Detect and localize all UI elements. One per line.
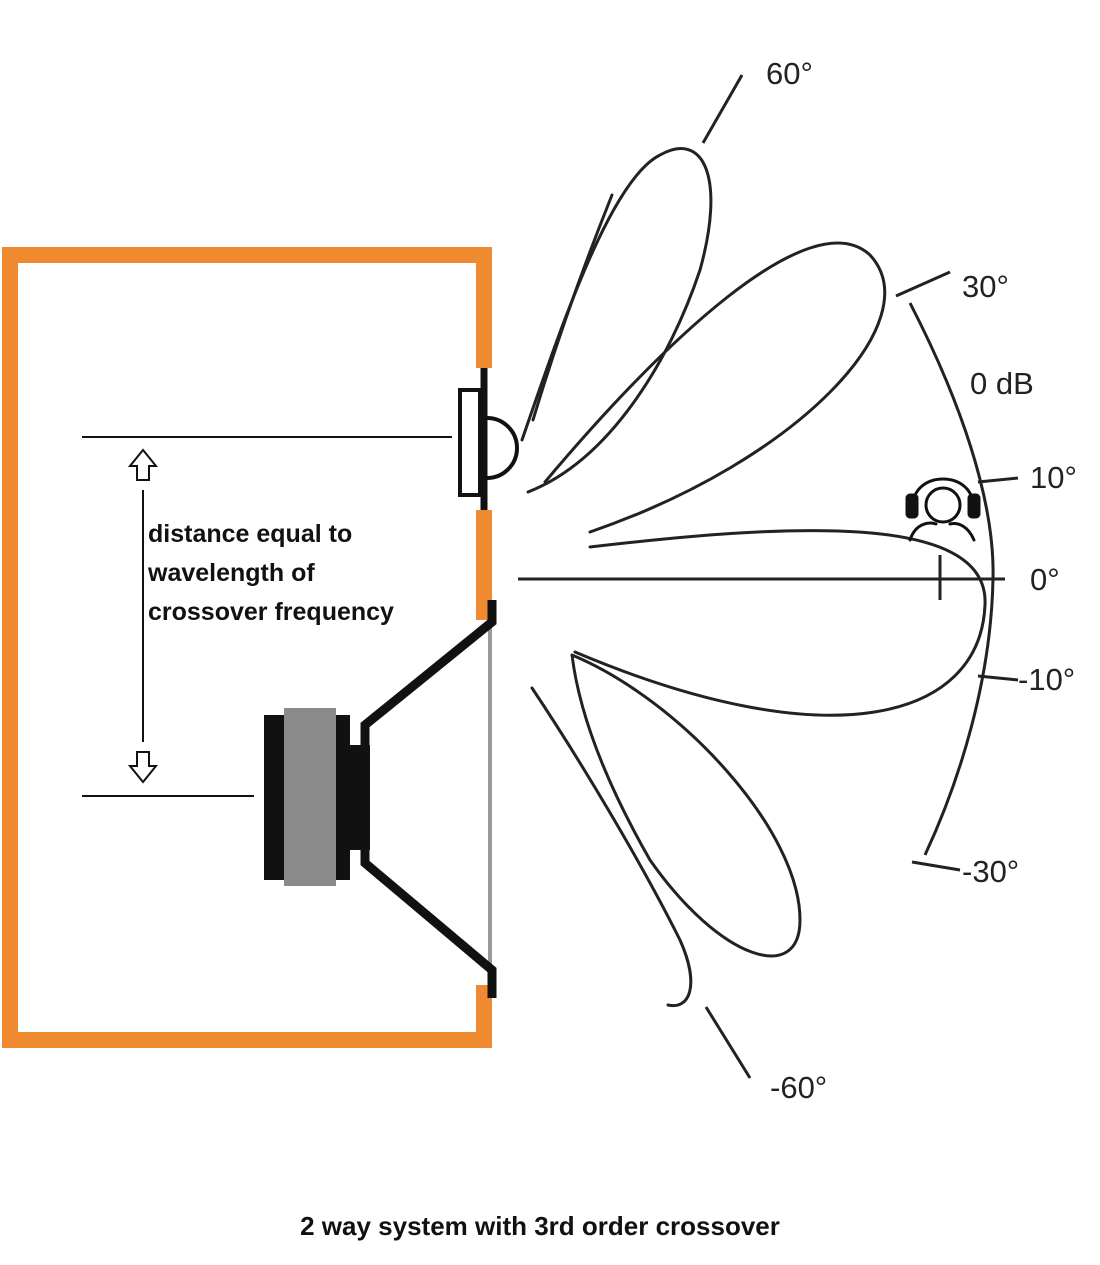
tick-10 — [977, 476, 1019, 484]
label-0: 0° — [1030, 562, 1060, 597]
lobe-upper-60-tail — [531, 193, 614, 422]
tweeter — [458, 368, 519, 510]
arrow-down-icon — [127, 751, 159, 784]
label-0db: 0 dB — [970, 366, 1034, 401]
tweeter-body — [458, 388, 482, 497]
woofer-magnet-back — [264, 715, 284, 880]
woofer — [264, 600, 497, 998]
tick-neg10 — [977, 674, 1019, 682]
woofer-magnet-gray — [284, 708, 336, 886]
annotation-line-2: wavelength of — [147, 559, 315, 587]
listener-headphones-icon — [905, 477, 981, 542]
diagram-caption: 2 way system with 3rd order crossover — [300, 1211, 780, 1241]
tick-30 — [895, 270, 951, 298]
annotation-line-1: distance equal to — [148, 520, 352, 548]
label-neg10: -10° — [1018, 662, 1075, 697]
enclosure-outline — [2, 247, 492, 1048]
woofer-cone — [360, 600, 497, 998]
label-30: 30° — [962, 269, 1009, 304]
tick-60 — [701, 74, 744, 144]
angle-labels: 60° 30° 0 dB 10° 0° -10° -30° -60° — [766, 56, 1077, 1105]
woofer-pole — [350, 745, 370, 850]
label-neg30: -30° — [962, 854, 1019, 889]
lobe-main-axis — [573, 529, 987, 717]
speaker-enclosure — [2, 247, 492, 1048]
lobe-upper-60 — [520, 147, 713, 494]
woofer-magnet-front — [336, 715, 350, 880]
tick-neg30 — [911, 860, 961, 872]
lobe-lower-60 — [530, 686, 693, 1008]
label-10: 10° — [1030, 460, 1077, 495]
label-neg60: -60° — [770, 1070, 827, 1105]
tweeter-dome — [486, 416, 519, 480]
annotation-line-3: crossover frequency — [148, 598, 394, 626]
zero-db-arc — [908, 302, 995, 856]
lobe-upper-30 — [543, 241, 887, 534]
polar-scale — [518, 74, 1019, 1079]
arrow-up-icon — [127, 448, 159, 481]
label-60: 60° — [766, 56, 813, 91]
tick-neg60 — [704, 1006, 752, 1079]
lobe-lower-30 — [570, 653, 802, 958]
polar-response-lobes — [520, 147, 987, 1008]
distance-annotation: distance equal to wavelength of crossove… — [82, 436, 452, 797]
